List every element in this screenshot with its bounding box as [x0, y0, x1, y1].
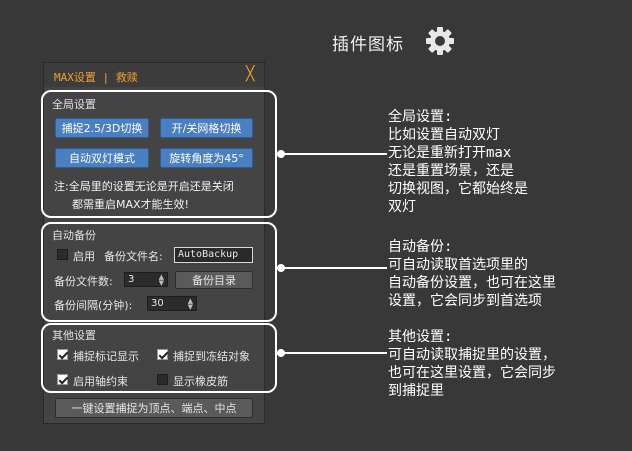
backup-interval-spinner[interactable]: 30 ▲▼ — [147, 296, 197, 311]
plugin-title: 插件图标 — [332, 35, 404, 55]
axis-constraint-checkbox[interactable] — [57, 374, 68, 385]
backup-group-label: 自动备份 — [52, 229, 96, 242]
global-group-label: 全局设置 — [52, 98, 96, 111]
spinner-arrows-icon[interactable]: ▲▼ — [187, 297, 193, 311]
backup-count-label: 备份文件数: — [54, 275, 113, 288]
rubber-band-checkbox[interactable] — [157, 374, 168, 385]
snap-toggle-button[interactable]: 捕捉2.5/3D切换 — [55, 118, 149, 138]
grid-toggle-button[interactable]: 开/关网格切换 — [160, 118, 253, 138]
backup-enable-checkbox[interactable] — [57, 249, 68, 260]
backup-interval-value: 30 — [151, 298, 164, 309]
rotate-angle-button[interactable]: 旋转角度为45° — [160, 148, 253, 168]
connector-dot — [277, 150, 285, 158]
annotation-other: 其他设置: 可自动读取捕捉里的设置， 也可在这里设置，它会同步 到捕捉里 — [388, 329, 556, 399]
other-group-label: 其他设置 — [52, 329, 96, 342]
backup-count-value: 3 — [128, 274, 135, 285]
other-highlight-box — [41, 323, 277, 393]
snap-frozen-label: 捕捉到冻结对象 — [173, 350, 250, 363]
connector-line — [283, 267, 387, 269]
backup-filename-input[interactable]: AutoBackup — [174, 247, 253, 263]
connector-dot — [277, 264, 285, 272]
gear-icon[interactable] — [424, 25, 456, 57]
backup-interval-label: 备份间隔(分钟): — [54, 299, 133, 312]
backup-enable-label: 启用 — [73, 250, 95, 263]
rubber-band-label: 显示橡皮筋 — [173, 375, 228, 388]
connector-line — [283, 352, 387, 354]
connector-dot — [277, 349, 285, 357]
global-note-line2: 都需重启MAX才能生效! — [72, 198, 189, 211]
snap-frozen-checkbox[interactable] — [157, 349, 168, 360]
backup-count-spinner[interactable]: 3 ▲▼ — [124, 272, 168, 287]
window-titlebar[interactable] — [44, 63, 264, 87]
snap-preset-button[interactable]: 一键设置捕捉为顶点、端点、中点 — [55, 398, 253, 418]
annotation-backup: 自动备份: 可自动读取首选项里的 自动备份设置，也可在这里 设置，它会同步到首选… — [388, 239, 556, 309]
axis-constraint-label: 启用轴约束 — [73, 375, 128, 388]
window-title: MAX设置 | 救赎 — [54, 71, 138, 84]
spinner-arrows-icon[interactable]: ▲▼ — [158, 273, 164, 287]
connector-line — [283, 153, 387, 155]
auto-lights-button[interactable]: 自动双灯模式 — [55, 148, 149, 168]
global-note-line1: 注:全局里的设置无论是开启还是关闭 — [54, 180, 234, 193]
snap-marker-label: 捕捉标记显示 — [73, 350, 139, 363]
backup-highlight-box — [41, 222, 277, 322]
annotation-global: 全局设置: 比如设置自动双灯 无论是重新打开max 还是重置场景，还是 切换视图… — [388, 109, 528, 215]
close-icon[interactable]: ╳ — [246, 66, 255, 82]
global-highlight-box — [41, 90, 277, 218]
backup-filename-label: 备份文件名: — [104, 250, 163, 263]
backup-dir-button[interactable]: 备份目录 — [175, 271, 253, 289]
snap-marker-checkbox[interactable] — [57, 349, 68, 360]
